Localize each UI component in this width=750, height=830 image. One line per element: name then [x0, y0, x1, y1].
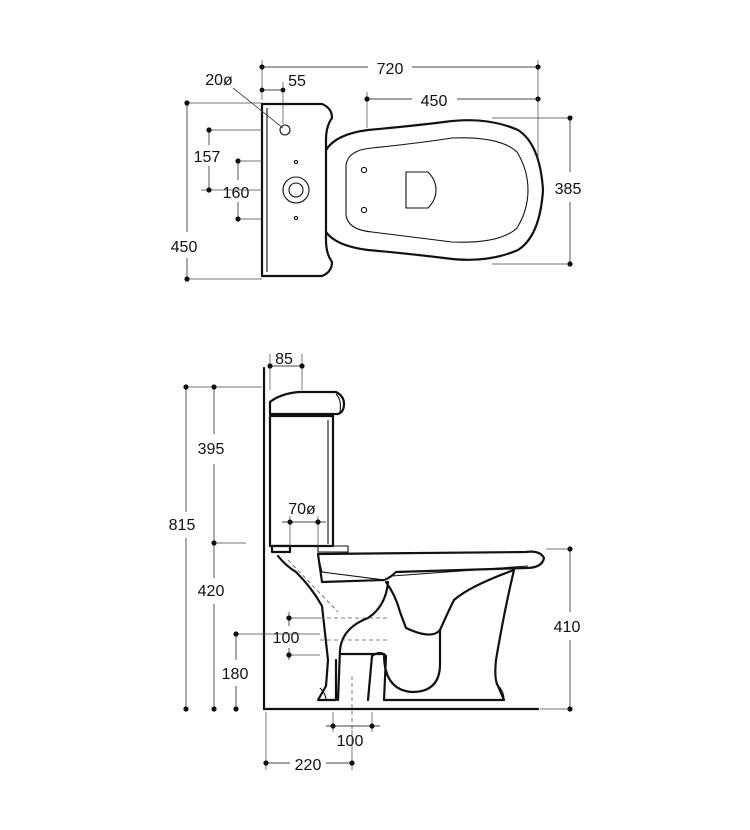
dim-85: 85: [275, 351, 293, 368]
dim-815: 815: [169, 517, 196, 534]
dim-450-bowl: 450: [421, 93, 448, 110]
side-view: 85 395 420 815 70ø 100: [169, 351, 581, 774]
tap-hole: [279, 124, 291, 136]
cistern-body: [268, 414, 335, 548]
dim-20-dia: 20ø: [205, 72, 233, 89]
bowl-top-outline: [324, 119, 545, 261]
dim-450-width: 450: [171, 239, 198, 256]
dim-70-dia: 70ø: [288, 501, 316, 518]
cistern-lid: [268, 390, 346, 416]
dim-157: 157: [194, 149, 221, 166]
dim-160: 160: [223, 185, 250, 202]
seat-rim: [316, 550, 546, 584]
bowl-top-inner: [345, 137, 529, 243]
trap: [338, 628, 442, 694]
top-view: 720 450 55 20ø 157 160: [171, 60, 582, 282]
bowl-opening: [405, 171, 437, 209]
dim-395: 395: [198, 441, 225, 458]
dim-55: 55: [288, 73, 306, 90]
dim-720: 720: [377, 61, 404, 78]
pan-body: [276, 554, 516, 702]
cistern-inlet: [270, 544, 292, 554]
dim-180: 180: [222, 666, 249, 683]
dim-410: 410: [554, 619, 581, 636]
dim-100-floor: 100: [337, 733, 364, 750]
cistern-top-outline: [260, 102, 334, 278]
flush-outlet: [282, 176, 310, 204]
dim-100-waste: 100: [273, 630, 300, 647]
dim-220: 220: [295, 757, 322, 774]
dim-420: 420: [198, 583, 225, 600]
dim-385: 385: [555, 181, 582, 198]
